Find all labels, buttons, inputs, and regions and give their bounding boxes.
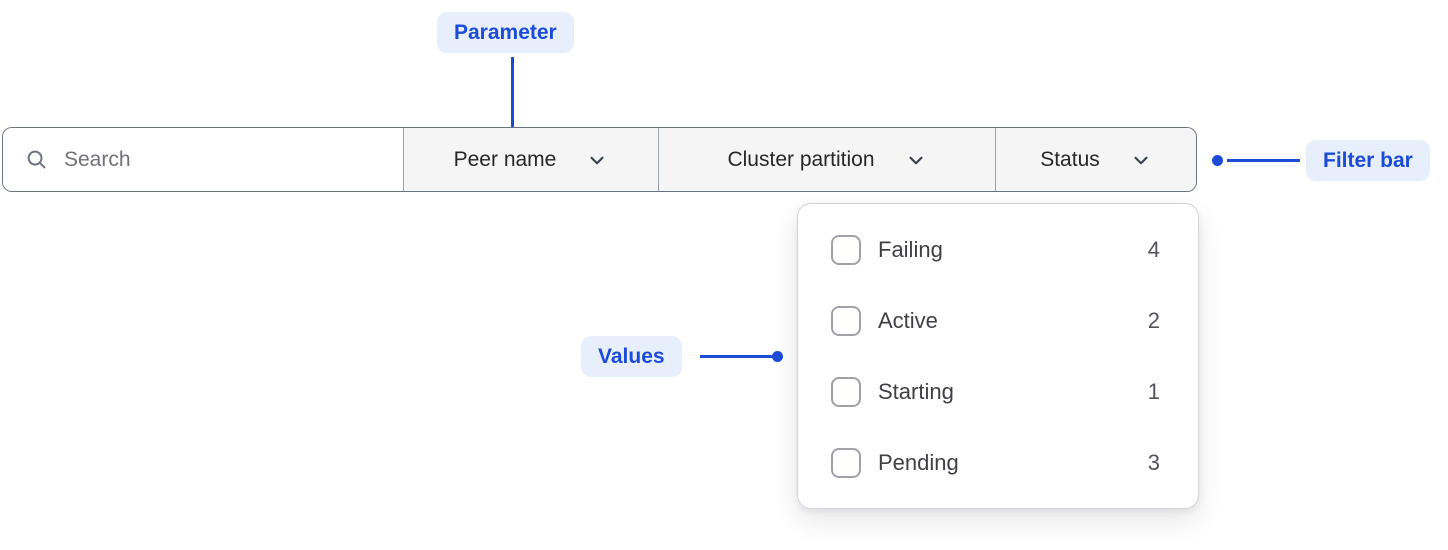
dropdown-peer-name-label: Peer name [453,147,557,171]
dropdown-cluster-partition[interactable]: Cluster partition [658,128,995,191]
filter-bar-annotation-pill: Filter bar [1306,140,1430,181]
chevron-down-icon [905,149,927,171]
menu-item-count: 4 [1147,236,1160,262]
menu-item-pending[interactable]: Pending 3 [798,427,1198,498]
values-connector-dot [772,351,783,362]
parameter-connector-line [511,57,514,137]
parameter-annotation-pill: Parameter [437,12,574,53]
dropdown-peer-name[interactable]: Peer name [403,128,658,191]
chevron-down-icon [586,149,608,171]
checkbox[interactable] [831,376,861,407]
checkbox[interactable] [831,305,861,336]
search-icon [25,148,48,171]
filter-bar: Peer name Cluster partition Status [2,127,1197,192]
checkbox[interactable] [831,447,861,478]
filter-bar-connector-dot [1212,155,1223,166]
checkbox[interactable] [831,234,861,265]
chevron-down-icon [1130,149,1152,171]
status-dropdown-menu: Failing 4 Active 2 Starting 1 Pending 3 [797,203,1199,509]
values-annotation-pill: Values [581,336,682,377]
menu-item-failing[interactable]: Failing 4 [798,214,1198,285]
search-field[interactable] [3,128,403,191]
dropdown-status-label: Status [1040,147,1100,171]
values-annotation-label: Values [598,344,665,368]
menu-item-count: 3 [1147,449,1160,475]
dropdown-status[interactable]: Status [995,128,1196,191]
menu-item-label: Active [878,307,938,333]
menu-item-count: 2 [1147,307,1160,333]
menu-item-label: Pending [878,449,959,475]
parameter-annotation-label: Parameter [454,20,557,44]
menu-item-count: 1 [1147,378,1160,404]
filter-bar-connector-line [1227,159,1300,162]
search-input[interactable] [64,147,344,172]
menu-item-label: Failing [878,236,943,262]
menu-item-active[interactable]: Active 2 [798,285,1198,356]
filter-bar-annotation-label: Filter bar [1323,148,1413,172]
values-connector-line [700,355,773,358]
dropdown-cluster-partition-label: Cluster partition [727,147,875,171]
menu-item-starting[interactable]: Starting 1 [798,356,1198,427]
menu-item-label: Starting [878,378,954,404]
